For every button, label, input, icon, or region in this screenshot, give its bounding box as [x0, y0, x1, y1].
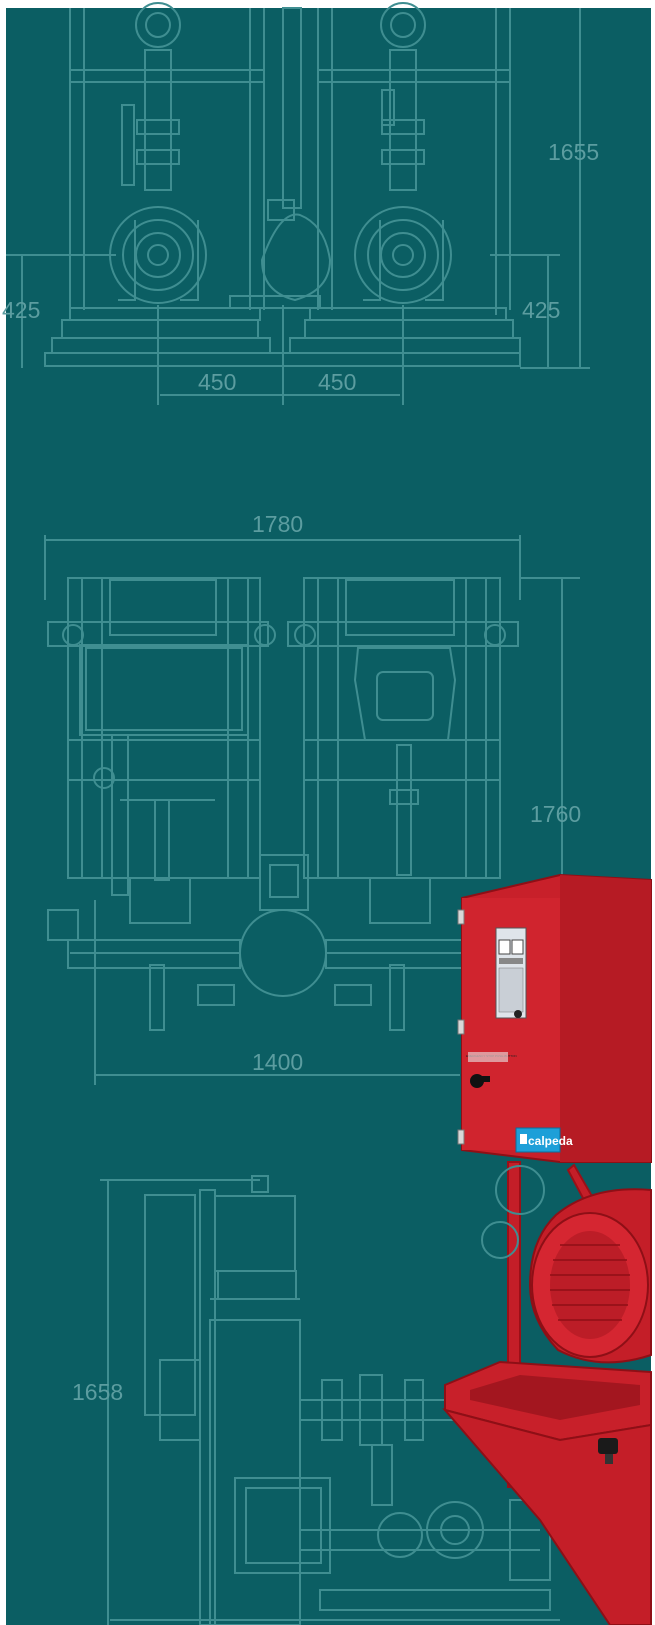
middle-drawing	[44, 535, 580, 1085]
dim-top-spacing-right: 450	[318, 369, 356, 395]
background	[6, 8, 651, 1625]
dim-middle-bottom-width: 1400	[252, 1049, 303, 1075]
dim-top-height: 1655	[548, 139, 599, 165]
top-drawing	[6, 2, 590, 405]
dim-top-right-base: 425	[522, 297, 560, 323]
fire-pump-unit: EMERGENCY STOP PUSH-BUTTON calpeda	[442, 873, 652, 1625]
dim-top-spacing-left: 450	[198, 369, 236, 395]
dim-middle-height: 1760	[530, 801, 581, 827]
dim-bottom-height: 1658	[72, 1379, 123, 1405]
dim-top-left-base: 425	[2, 297, 40, 323]
dim-middle-width: 1780	[252, 511, 303, 537]
calpeda-logo: calpeda	[528, 1134, 573, 1148]
bottom-drawing	[100, 1175, 560, 1625]
